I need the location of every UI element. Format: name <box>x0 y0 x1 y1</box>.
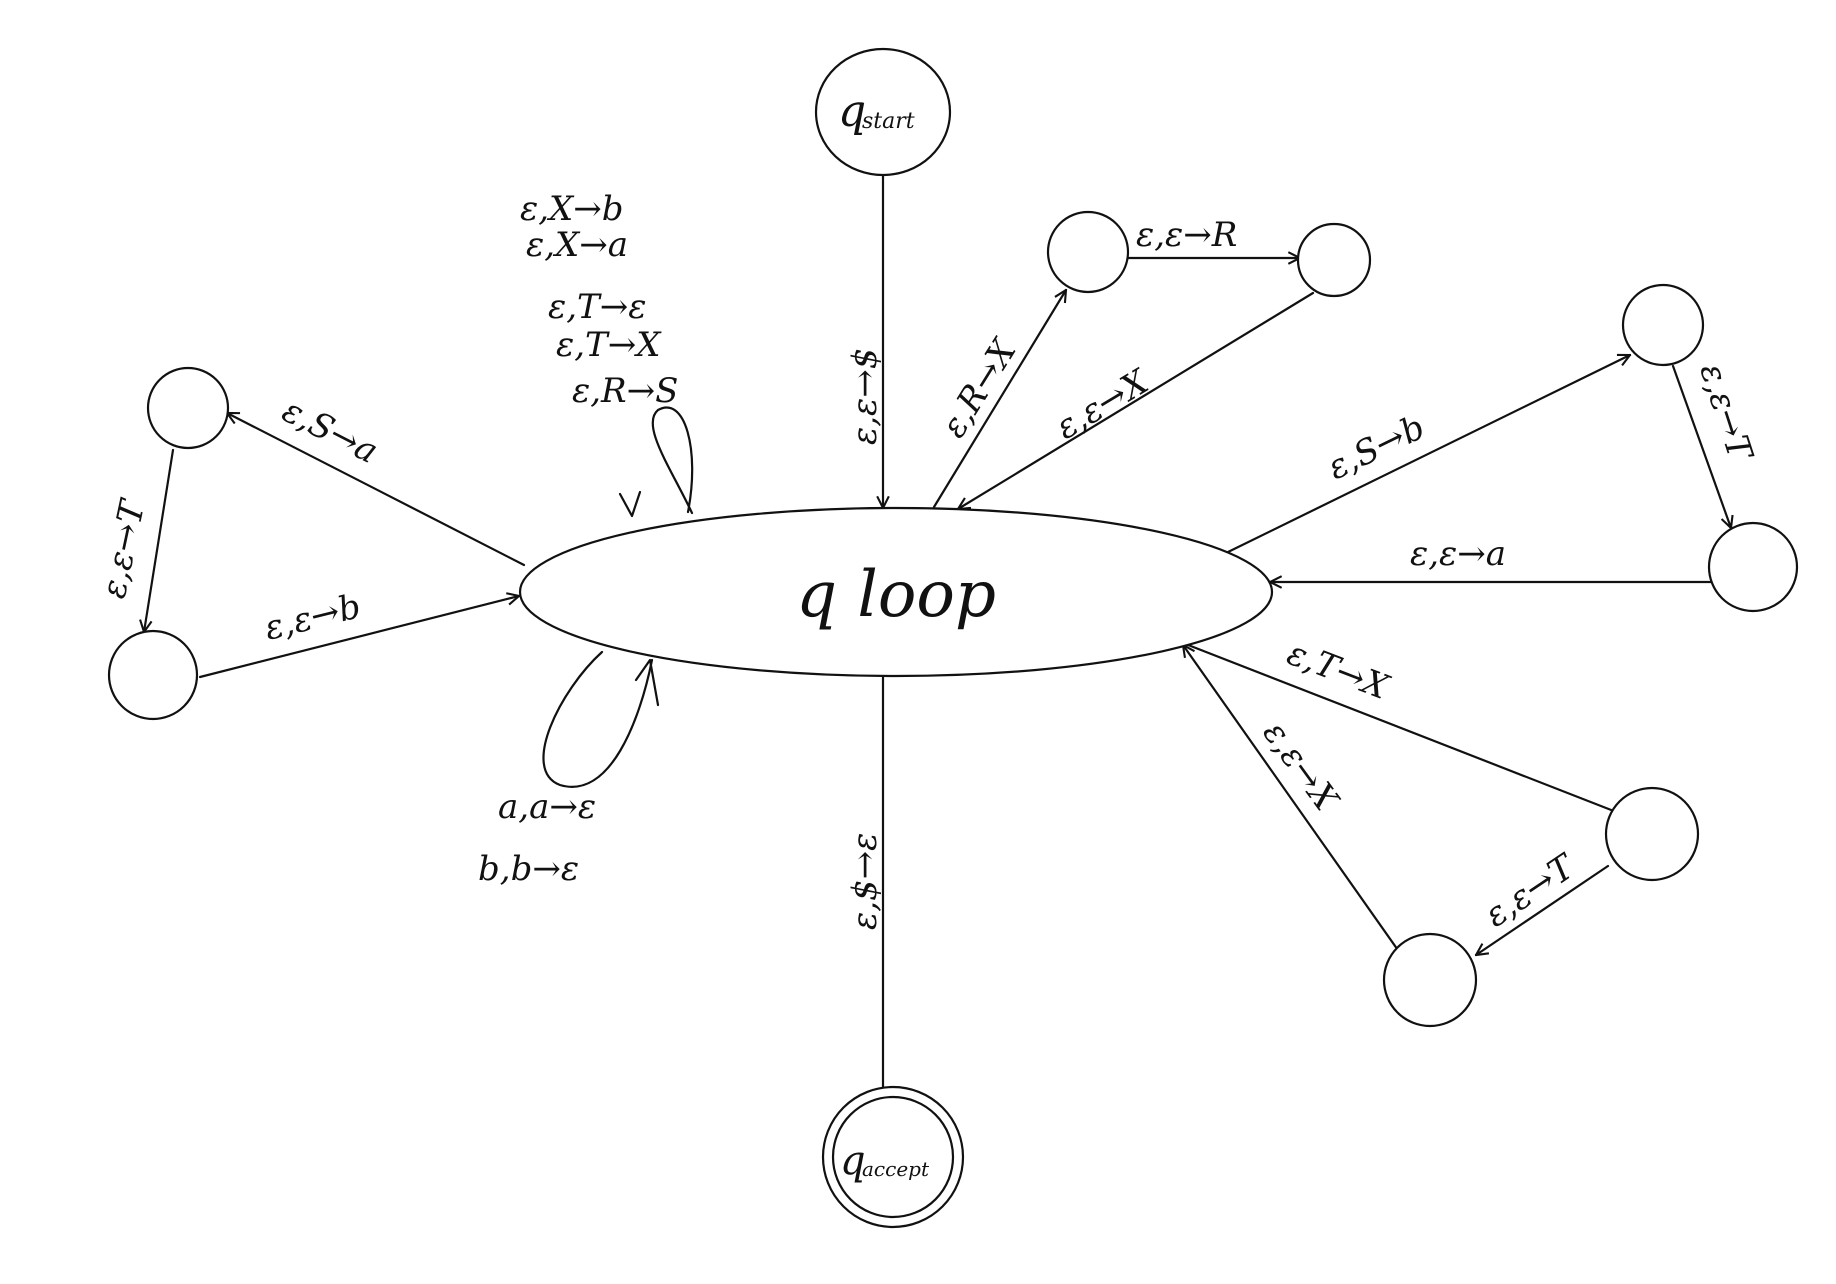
edge-loop-to-l1 <box>227 411 526 567</box>
edge-loop-to-r1 <box>932 290 1066 509</box>
state-l2 <box>107 629 199 721</box>
label-start-to-loop: ε,ε→$ <box>845 348 885 445</box>
label-self-loop-top: ε,X→b ε,X→a ε,T→ε ε,T→X ε,R→S <box>520 189 678 411</box>
self-loop-top-line-5: ε,R→S <box>572 371 678 411</box>
label-l1-to-l2: ε,ε→T <box>94 495 154 602</box>
state-loop-label: q loop <box>796 558 996 632</box>
label-loop-to-b1: ε,T→X <box>1282 633 1395 708</box>
self-loop-top-line-3: ε,T→ε <box>548 287 646 327</box>
self-loop-top-line-1: ε,X→b <box>520 189 624 229</box>
self-loop-bottom-line-2: b,b→ε <box>478 849 579 889</box>
state-e1 <box>1621 283 1705 367</box>
edge-r2-to-loop <box>958 291 1315 509</box>
edge-self-loop-bottom <box>542 650 654 788</box>
label-self-loop-bottom: a,a→ε b,b→ε <box>478 787 596 889</box>
label-loop-to-accept: ε,$→ε <box>845 833 885 930</box>
state-b1 <box>1604 786 1700 882</box>
label-e1-to-e2: ε,ε→T <box>1691 358 1760 466</box>
state-l1 <box>146 366 230 450</box>
label-loop-to-r1: ε,R→X <box>934 331 1026 445</box>
self-loop-top-arrowhead <box>618 490 642 518</box>
edge-e1-to-e2 <box>1671 364 1731 528</box>
edge-l1-to-l2 <box>144 448 175 632</box>
state-loop: q loop <box>518 506 1274 678</box>
state-accept: q accept <box>821 1085 965 1229</box>
edge-b1-to-b2 <box>1476 864 1610 955</box>
label-loop-to-e1: ε,S→b <box>1321 407 1431 488</box>
edge-loop-to-e1 <box>1226 355 1630 554</box>
edge-b2-to-loop <box>1183 645 1402 955</box>
label-e2-to-loop: ε,ε→a <box>1410 534 1506 574</box>
state-r1 <box>1046 210 1130 294</box>
state-start: q start <box>814 47 952 177</box>
label-loop-to-l1: ε,S→a <box>276 390 384 472</box>
state-start-label: q <box>838 86 866 137</box>
edge-loop-to-b1 <box>1181 641 1624 815</box>
edge-l2-to-loop <box>198 596 519 679</box>
label-r2-to-loop: ε,ε→X <box>1049 361 1157 448</box>
state-b2 <box>1382 932 1478 1028</box>
self-loop-bottom-arrowhead <box>634 658 660 707</box>
edge-self-loop-top <box>651 406 694 515</box>
label-r1-to-r2: ε,ε→R <box>1136 215 1237 255</box>
state-accept-sub: accept <box>862 1157 930 1181</box>
state-start-sub: start <box>862 109 915 134</box>
label-b1-to-b2: ε,ε→T <box>1478 846 1584 936</box>
state-r2 <box>1296 222 1372 298</box>
state-e2 <box>1707 521 1799 613</box>
self-loop-bottom-line-1: a,a→ε <box>498 787 596 827</box>
self-loop-top-line-4: ε,T→X <box>556 325 662 365</box>
self-loop-top-line-2: ε,X→a <box>526 225 628 265</box>
state-accept-label: q <box>840 1138 866 1184</box>
